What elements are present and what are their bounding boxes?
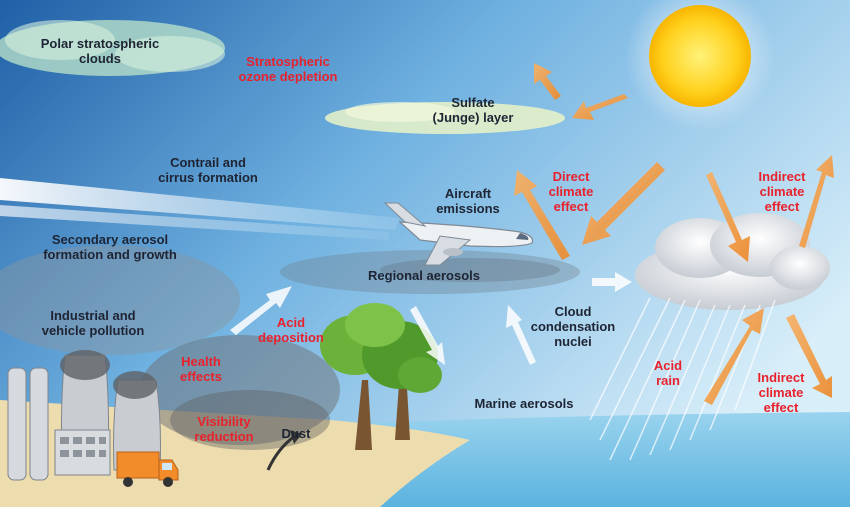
industrial-smog <box>0 245 240 355</box>
factory-icon <box>7 350 161 481</box>
rain-cloud <box>635 213 830 310</box>
truck-icon <box>116 451 179 487</box>
label-dust: Dust <box>281 426 311 441</box>
aircraft-icon <box>383 202 534 266</box>
sea <box>330 412 850 507</box>
radiation-arrows <box>514 63 834 405</box>
label-regional-aerosols: Regional aerosols <box>368 268 480 283</box>
sun <box>649 5 751 107</box>
label-marine-aerosols: Marine aerosols <box>474 396 574 411</box>
dust-arrow <box>266 434 296 471</box>
dust-cloud <box>140 335 340 445</box>
transport-arrows <box>230 272 632 365</box>
contrail <box>0 178 400 230</box>
label-sulfate-layer: Sulfate(Junge) layer <box>432 95 514 125</box>
trees-icon <box>320 303 442 450</box>
rain <box>589 297 776 461</box>
regional-aerosol-haze <box>280 250 580 294</box>
